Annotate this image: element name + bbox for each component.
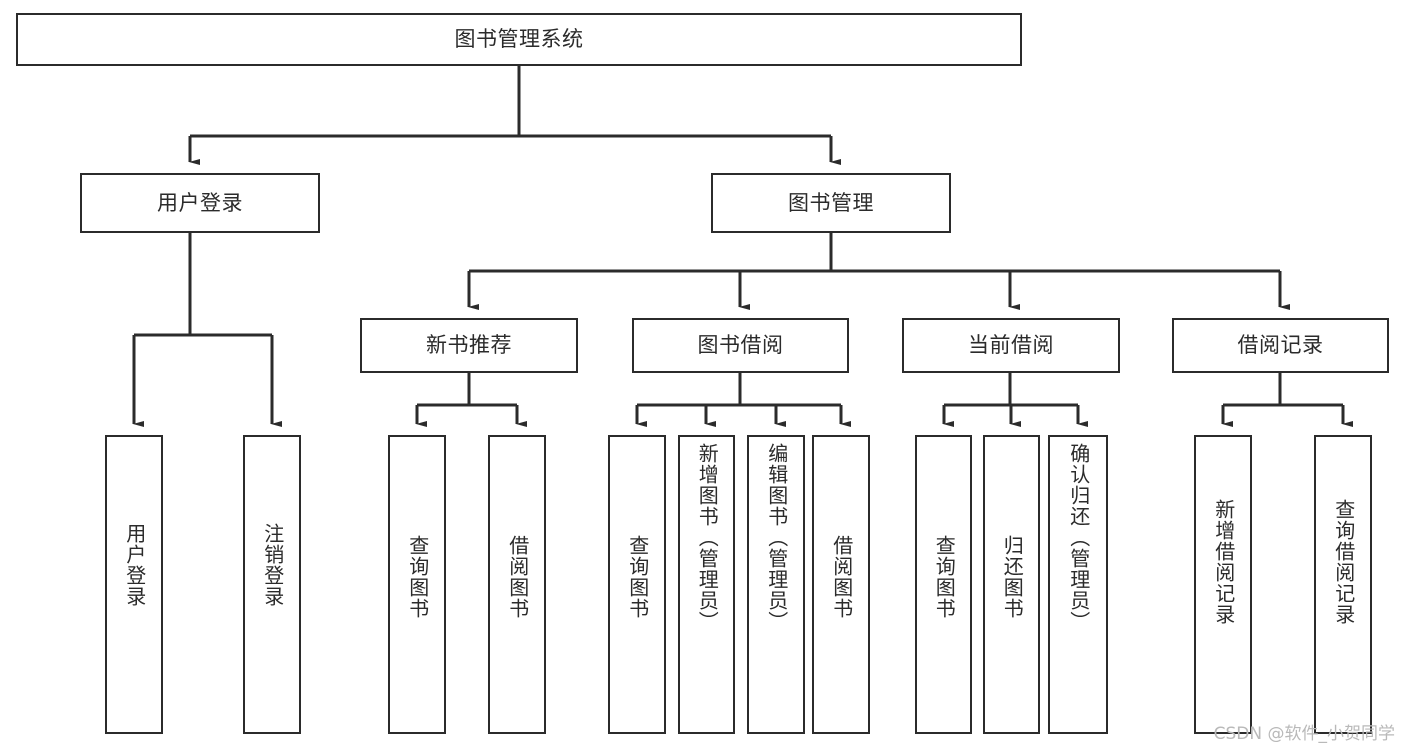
leaf-cb-query-book-label: 查询图书	[932, 535, 957, 619]
node-book-borrow-label: 图书借阅	[697, 333, 784, 358]
leaf-bb-query-book-label: 查询图书	[625, 535, 650, 619]
node-current-borrow-label: 当前借阅	[968, 333, 1054, 358]
leaf-bb-query-book[interactable]: 查询图书	[608, 435, 666, 734]
leaf-br-query-record[interactable]: 查询借阅记录	[1314, 435, 1372, 734]
leaf-cb-query-book[interactable]: 查询图书	[915, 435, 972, 734]
leaf-bb-edit-book-admin[interactable]: 编辑图书（管理员）	[747, 435, 805, 734]
node-current-borrow[interactable]: 当前借阅	[902, 318, 1120, 373]
leaf-br-add-record[interactable]: 新增借阅记录	[1194, 435, 1252, 734]
node-new-book-recommend-label: 新书推荐	[426, 333, 512, 358]
leaf-bb-borrow-book-label: 借阅图书	[829, 535, 854, 619]
leaf-br-add-record-label: 新增借阅记录	[1211, 499, 1236, 625]
leaf-nb-query-book-label: 查询图书	[405, 535, 430, 619]
leaf-br-query-record-label: 查询借阅记录	[1331, 499, 1356, 625]
leaf-bb-add-book-admin[interactable]: 新增图书（管理员）	[678, 435, 735, 734]
leaf-cb-confirm-return-admin-label: 确认归还（管理员）	[1066, 443, 1091, 632]
node-new-book-recommend[interactable]: 新书推荐	[360, 318, 578, 373]
node-root[interactable]: 图书管理系统	[16, 13, 1022, 66]
watermark: CSDN @软件_小贺同学	[1213, 724, 1395, 744]
leaf-cb-return-book[interactable]: 归还图书	[983, 435, 1040, 734]
leaf-cb-return-book-label: 归还图书	[1000, 535, 1025, 619]
leaf-bb-edit-book-admin-label: 编辑图书（管理员）	[764, 443, 789, 632]
leaf-logout-label: 注销登录	[260, 523, 285, 607]
node-book-management[interactable]: 图书管理	[711, 173, 951, 233]
node-user-login[interactable]: 用户登录	[80, 173, 320, 233]
leaf-user-login-label: 用户登录	[122, 523, 147, 607]
leaf-nb-borrow-book-label: 借阅图书	[505, 535, 530, 619]
node-user-login-label: 用户登录	[157, 190, 243, 215]
leaf-bb-borrow-book[interactable]: 借阅图书	[812, 435, 870, 734]
node-root-label: 图书管理系统	[454, 27, 584, 52]
node-book-borrow[interactable]: 图书借阅	[632, 318, 849, 373]
leaf-nb-query-book[interactable]: 查询图书	[388, 435, 446, 734]
node-borrow-record[interactable]: 借阅记录	[1172, 318, 1389, 373]
leaf-nb-borrow-book[interactable]: 借阅图书	[488, 435, 546, 734]
leaf-cb-confirm-return-admin[interactable]: 确认归还（管理员）	[1048, 435, 1108, 734]
node-borrow-record-label: 借阅记录	[1237, 333, 1324, 358]
leaf-logout[interactable]: 注销登录	[243, 435, 301, 734]
node-book-management-label: 图书管理	[788, 190, 874, 215]
leaf-bb-add-book-admin-label: 新增图书（管理员）	[695, 443, 720, 632]
leaf-user-login[interactable]: 用户登录	[105, 435, 163, 734]
